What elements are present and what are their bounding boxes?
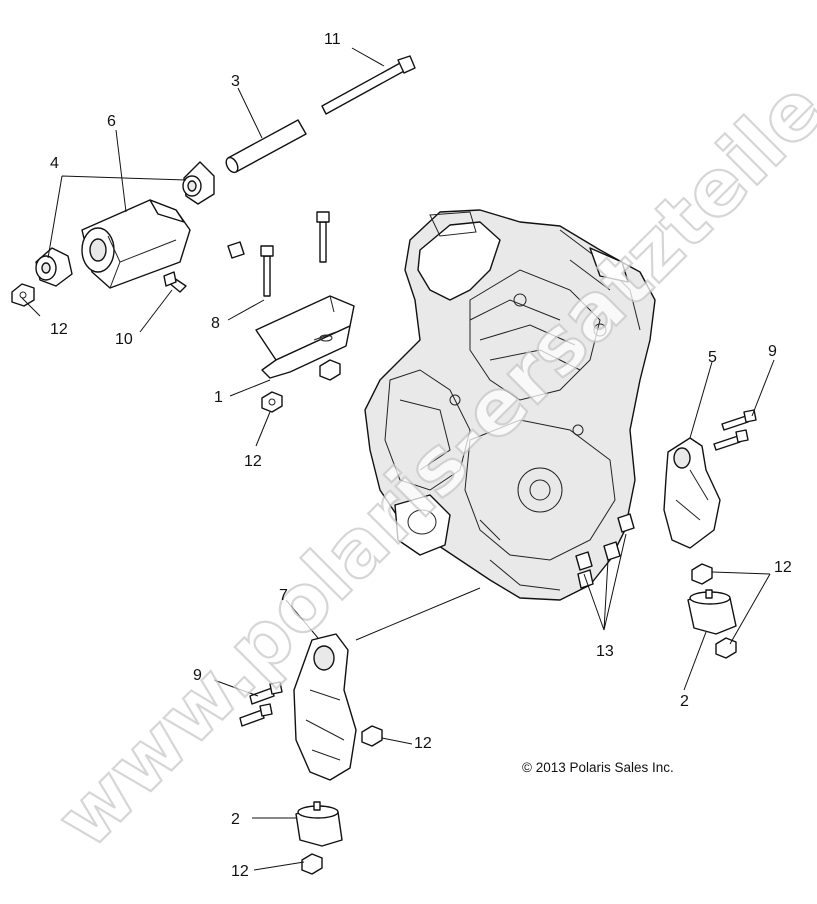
sleeve-tube-3 (225, 119, 307, 174)
callout-5: 5 (708, 349, 717, 366)
callout-labels: 1 2 2 3 4 5 6 7 8 9 9 10 11 12 12 12 12 … (50, 31, 792, 880)
nut-12-left (11, 283, 35, 307)
mount-housing-6 (81, 199, 191, 289)
bushing-4-lower (35, 247, 73, 287)
nut-12-right-lower (715, 637, 737, 659)
callout-12-bottom: 12 (231, 863, 249, 880)
long-bolt-11 (321, 55, 416, 115)
callout-4: 4 (50, 155, 59, 172)
callout-12-left-mount: 12 (414, 735, 432, 752)
mount-bracket-5 (663, 437, 721, 549)
callout-3: 3 (231, 73, 240, 90)
bracket-1 (255, 295, 355, 379)
bolts-9-right (713, 409, 757, 451)
callout-11: 11 (324, 31, 341, 48)
callout-8: 8 (211, 315, 220, 332)
nut-12-right-upper (691, 563, 713, 585)
callout-2-left: 2 (231, 811, 240, 828)
callout-12-left: 12 (50, 321, 68, 338)
callout-9-left: 9 (193, 667, 202, 684)
callout-7: 7 (279, 587, 288, 604)
callout-13: 13 (596, 643, 614, 660)
rubber-mount-2-left (295, 801, 343, 847)
mount-bracket-7 (293, 633, 357, 781)
nut-12-center (261, 391, 283, 413)
callout-6: 6 (107, 113, 116, 130)
callout-12-right: 12 (774, 559, 792, 576)
copyright-text: © 2013 Polaris Sales Inc. (522, 760, 674, 775)
callout-10: 10 (115, 331, 133, 348)
callout-1: 1 (214, 389, 223, 406)
nut-12-bottom (301, 853, 323, 875)
rubber-mount-2-right (687, 589, 737, 635)
bolts-9-left (239, 681, 283, 727)
engine-assembly (364, 209, 656, 601)
callout-12-center: 12 (244, 453, 262, 470)
bolt-10 (163, 271, 187, 293)
nut-12-bracket (319, 359, 341, 381)
bolt-8 (227, 211, 330, 297)
callout-9-right: 9 (768, 343, 777, 360)
callout-2-right: 2 (680, 693, 689, 710)
leader-lines (21, 47, 775, 871)
nut-12-left-mount (361, 725, 383, 747)
bushing-4-upper (182, 161, 215, 205)
